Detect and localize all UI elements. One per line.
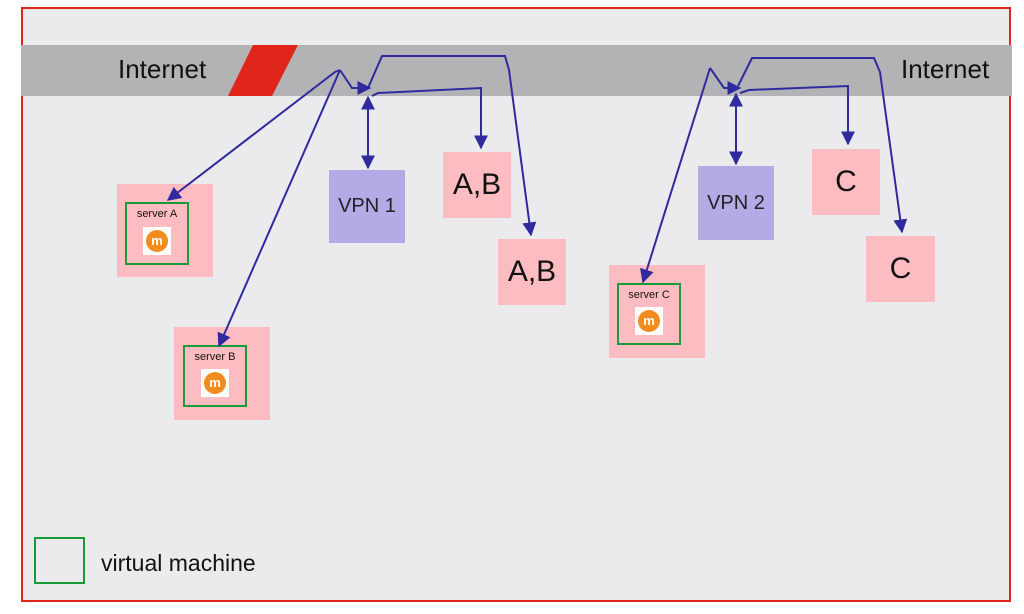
legend-vm-swatch [34, 537, 85, 584]
destination-ab-1: A,B [443, 152, 511, 218]
server-c-label: server C [628, 289, 670, 301]
internet-band [21, 45, 1012, 96]
moodle-logo-icon: m [201, 369, 229, 397]
arrow-gate2-hub2 [709, 67, 742, 95]
legend-label: virtual machine [101, 550, 256, 576]
server-c-host: server C m [609, 265, 705, 358]
arrow-hub2-c1 [739, 84, 855, 146]
server-a-host: server A m [117, 184, 213, 277]
destination-c-1: C [812, 149, 880, 215]
destination-c-2: C [866, 236, 935, 302]
server-a-vm: server A m [125, 202, 189, 265]
arrow-hub2-c2 [737, 57, 908, 234]
destination-ab-2: A,B [498, 239, 566, 305]
moodle-logo-icon: m [143, 227, 171, 255]
internet-label-left: Internet [118, 54, 207, 84]
vpn-1-box: VPN 1 [329, 170, 405, 243]
arrow-hub1-server-b [217, 69, 341, 348]
vpn-2-box: VPN 2 [698, 166, 774, 240]
arrow-hub1-ab1 [371, 86, 488, 150]
server-c-vm: server C m [617, 283, 681, 345]
server-b-vm: server B m [183, 345, 247, 407]
arrow-hub1-server-a [166, 69, 341, 201]
internet-label-right: Internet [901, 54, 990, 84]
server-a-label: server A [136, 208, 178, 220]
arrow-hub1-ab2 [367, 55, 537, 237]
server-b-label: server B [194, 351, 236, 363]
arrow-gate1-hub1 [339, 69, 372, 95]
internet-break-slash [228, 45, 298, 96]
moodle-logo-icon: m [635, 307, 663, 335]
arrow-hub2-server-c [640, 67, 711, 284]
